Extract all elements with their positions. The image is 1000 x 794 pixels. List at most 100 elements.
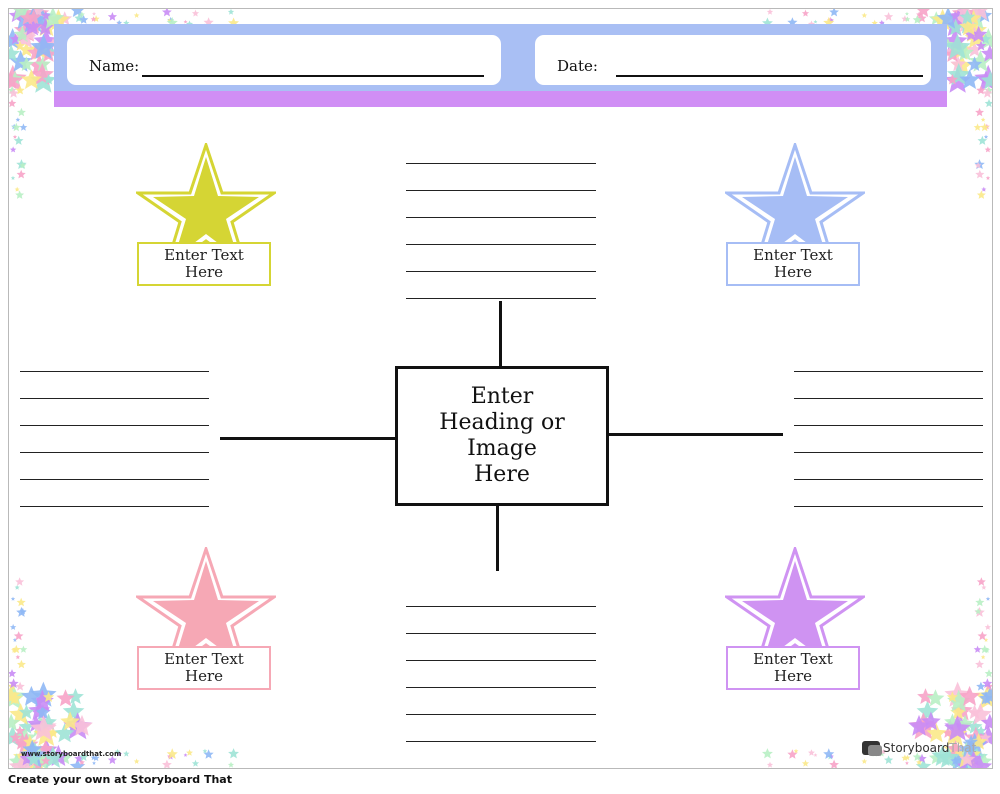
confetti-star [984, 623, 991, 630]
center-heading-text: Enter Heading or Image Here [439, 384, 565, 487]
confetti-star [15, 577, 25, 586]
confetti-star [966, 41, 983, 57]
name-field[interactable]: Name: [67, 35, 501, 85]
writing-line[interactable] [794, 506, 983, 507]
confetti-star [950, 756, 960, 766]
confetti-star [9, 669, 17, 678]
confetti-star [884, 12, 894, 21]
writing-line[interactable] [20, 452, 209, 453]
writing-line[interactable] [20, 371, 209, 372]
confetti-star [984, 146, 991, 153]
writing-line[interactable] [794, 452, 983, 453]
confetti-star [980, 713, 992, 731]
confetti-star [90, 16, 97, 22]
writing-line[interactable] [406, 660, 596, 661]
writing-line[interactable] [406, 606, 596, 607]
confetti-star [18, 56, 35, 71]
writing-line[interactable] [406, 298, 596, 299]
worksheet: Name: Date: [8, 8, 993, 769]
star-icon [725, 143, 865, 253]
writing-line[interactable] [406, 244, 596, 245]
writing-line[interactable] [406, 741, 596, 742]
text-box-top-right[interactable]: Enter Text Here [726, 242, 860, 286]
confetti-star [979, 33, 992, 45]
writing-line[interactable] [406, 217, 596, 218]
confetti-star [79, 752, 89, 761]
caption[interactable]: Create your own at Storyboard That [8, 773, 232, 786]
writing-line[interactable] [20, 479, 209, 480]
confetti-star [936, 9, 960, 29]
text-box-bottom-left[interactable]: Enter Text Here [137, 646, 271, 690]
confetti-star [202, 748, 208, 754]
confetti-star [959, 69, 980, 89]
confetti-star [90, 754, 97, 761]
confetti-star [801, 9, 810, 17]
text-box-bottom-right[interactable]: Enter Text Here [726, 646, 860, 690]
star-label: Enter Text Here [753, 246, 833, 281]
confetti-star [975, 597, 985, 607]
confetti-star [829, 9, 839, 17]
writing-line[interactable] [406, 271, 596, 272]
confetti-star [950, 56, 967, 72]
confetti-star [984, 99, 992, 108]
confetti-star [980, 644, 990, 654]
confetti-star [981, 186, 987, 192]
confetti-star [10, 175, 16, 180]
confetti-star [916, 759, 923, 765]
confetti-star [19, 607, 27, 615]
date-label: Date: [557, 57, 598, 75]
confetti-star [975, 169, 985, 179]
confetti-star [975, 725, 987, 736]
writing-line[interactable] [20, 506, 209, 507]
confetti-star [123, 750, 130, 757]
confetti-star [966, 718, 983, 734]
confetti-star [926, 723, 947, 743]
confetti-star [980, 122, 990, 132]
writing-line[interactable] [794, 425, 983, 426]
confetti-star [9, 87, 19, 98]
text-box-top-left[interactable]: Enter Text Here [137, 242, 271, 286]
writing-line[interactable] [406, 190, 596, 191]
star-label: Enter Text Here [164, 246, 244, 281]
confetti-star [977, 135, 988, 145]
confetti-star [813, 19, 818, 24]
confetti-star [981, 584, 987, 590]
confetti-star [25, 9, 42, 25]
confetti-star [823, 748, 835, 759]
brand-right: That [949, 741, 977, 755]
confetti-star [973, 645, 982, 653]
writing-line[interactable] [406, 714, 596, 715]
confetti-star [18, 718, 35, 734]
confetti-star [974, 607, 982, 615]
writing-line[interactable] [20, 425, 209, 426]
date-field[interactable]: Date: [535, 35, 931, 85]
confetti-star [13, 135, 24, 145]
confetti-star [166, 748, 178, 759]
writing-line[interactable] [794, 398, 983, 399]
confetti-star [969, 703, 992, 725]
confetti-star [975, 107, 984, 117]
writing-line[interactable] [794, 371, 983, 372]
confetti-star [9, 99, 17, 108]
writing-line[interactable] [20, 398, 209, 399]
confetti-star [950, 704, 967, 720]
writing-line[interactable] [406, 163, 596, 164]
writing-line[interactable] [794, 479, 983, 480]
connector-top [499, 301, 502, 367]
writing-line[interactable] [406, 633, 596, 634]
confetti-star [976, 85, 986, 95]
confetti-star [980, 70, 992, 90]
confetti-star [905, 761, 909, 765]
confetti-star [9, 754, 35, 768]
confetti-star [34, 704, 51, 720]
confetti-star [964, 27, 978, 41]
writing-line[interactable] [406, 687, 596, 688]
header-stripe [54, 91, 947, 107]
center-heading-box[interactable]: Enter Heading or Image Here [395, 366, 609, 506]
confetti-star [92, 754, 100, 761]
confetti-star [980, 654, 986, 660]
confetti-star [14, 584, 20, 590]
confetti-star [56, 689, 75, 707]
confetti-star [944, 715, 971, 741]
